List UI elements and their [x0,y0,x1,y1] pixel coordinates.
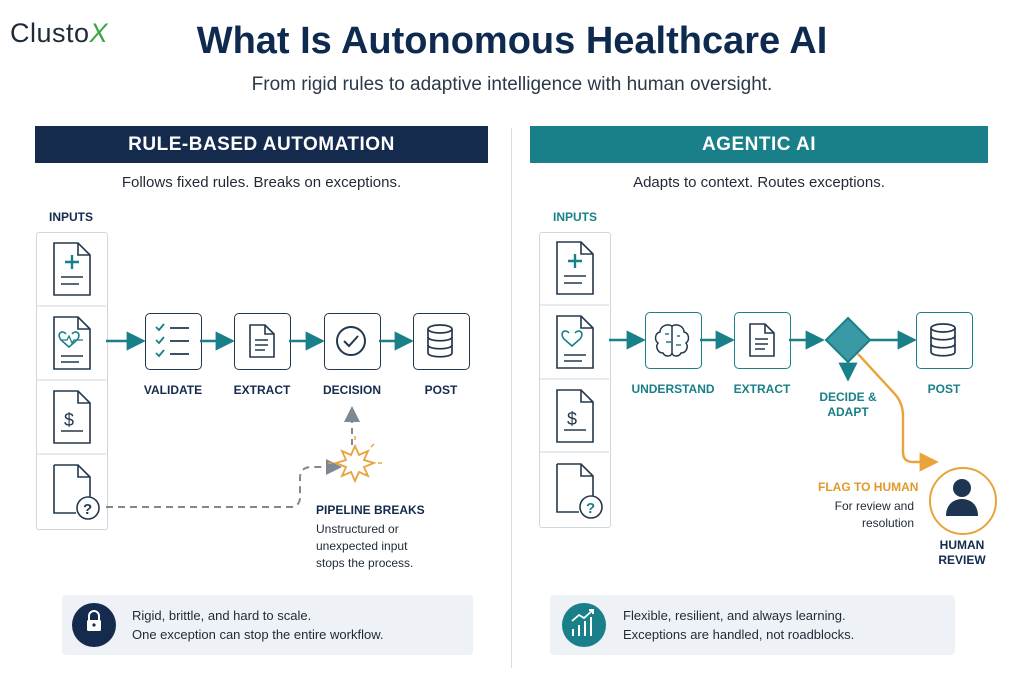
human-review-label: HUMAN REVIEW [938,538,986,567]
logo-x: X [89,18,109,48]
burst-icon [328,436,382,484]
right-inputs-card [539,232,611,528]
pipeline-breaks-title: PIPELINE BREAKS [316,503,425,517]
human-review-circle [929,467,997,535]
right-post-label: POST [927,382,961,396]
page-title: What Is Autonomous Healthcare AI [196,20,828,62]
right-inputs-label: INPUTS [553,210,598,224]
flag-to-human-text: For review and resolution [834,499,914,530]
right-footer [550,595,955,655]
center-divider [511,128,512,668]
right-footer-text: Flexible, resilient, and always learning… [623,608,855,642]
left-footer-text: Rigid, brittle, and hard to scale. One e… [132,608,384,642]
agentic-ai-banner: AGENTIC AI [530,126,988,163]
left-footer [62,595,473,655]
post-node [413,313,470,370]
rule-based-banner: RULE-BASED AUTOMATION [35,126,488,163]
left-inputs-card [36,232,108,530]
understand-label: UNDERSTAND [631,382,715,396]
pipeline-breaks-text: Unstructured or unexpected input stops t… [316,522,414,570]
page-subtitle: From rigid rules to adaptive intelligenc… [251,74,773,95]
decide-diamond [824,316,872,364]
agentic-ai-tagline: Adapts to context. Routes exceptions. [633,174,885,191]
right-post-node [916,312,973,369]
extract-label: EXTRACT [233,383,291,397]
growth-chart-icon [562,603,606,647]
rule-based-tagline: Follows fixed rules. Breaks on exception… [121,174,402,191]
validate-node [145,313,202,370]
decision-node [324,313,381,370]
clustox-logo: ClustoX [10,18,108,49]
lock-icon [72,603,116,647]
understand-node [645,312,702,369]
logo-text: Clusto [10,18,90,48]
extract-node [234,313,291,370]
flag-to-human-title: FLAG TO HUMAN [818,480,919,494]
validate-label: VALIDATE [143,383,203,397]
right-extract-node [734,312,791,369]
decide-adapt-label: DECIDE & ADAPT [819,390,877,419]
left-inputs-label: INPUTS [49,210,94,224]
right-extract-label: EXTRACT [733,382,791,396]
decision-label: DECISION [322,383,381,397]
post-label: POST [424,383,458,397]
